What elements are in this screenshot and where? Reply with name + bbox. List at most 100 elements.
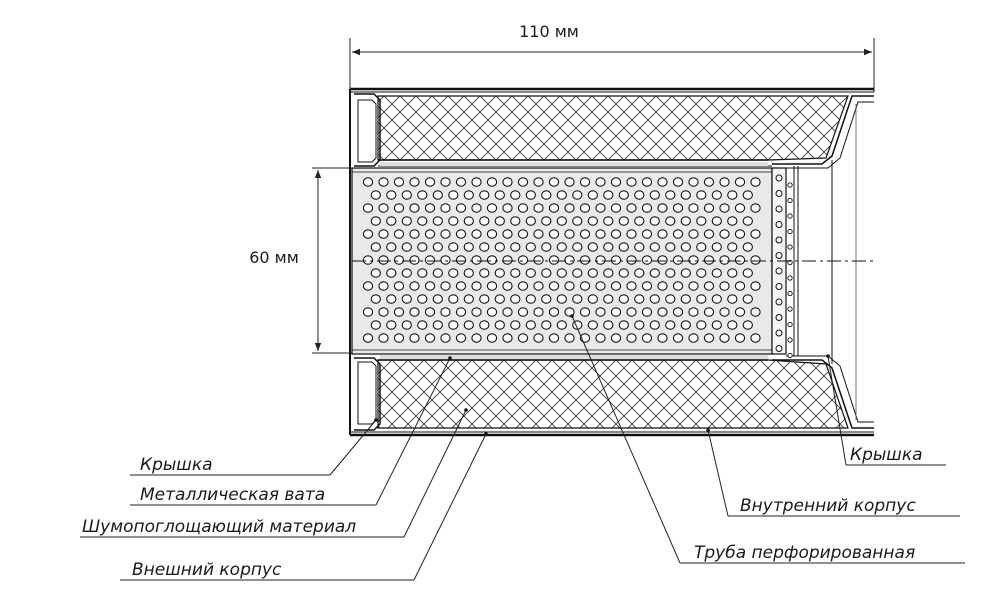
- perforation-hole: [525, 268, 536, 278]
- perforation-hole: [432, 242, 443, 252]
- perforation-hole: [463, 190, 474, 200]
- perforation-hole: [742, 216, 753, 226]
- perforation-hole: [610, 177, 622, 187]
- perforation-hole: [494, 268, 505, 278]
- end-ring-hole: [775, 236, 783, 244]
- perforation-hole: [657, 229, 668, 239]
- perforation-hole: [696, 242, 707, 252]
- perforation-hole: [525, 320, 536, 330]
- perforation-hole: [680, 268, 691, 278]
- perforation-hole: [603, 242, 614, 252]
- perforation-hole: [471, 333, 482, 343]
- perforation-hole: [618, 268, 629, 278]
- perforation-hole: [440, 281, 451, 291]
- perforation-hole: [610, 255, 622, 265]
- perforation-hole: [696, 190, 707, 200]
- perforation-hole: [688, 203, 699, 213]
- perforation-hole: [572, 268, 583, 278]
- perforation-hole: [742, 242, 753, 252]
- perforation-hole: [432, 294, 443, 304]
- perforation-hole: [362, 281, 374, 291]
- perforation-hole: [734, 255, 746, 265]
- perforation-hole: [362, 333, 374, 343]
- perforation-hole: [432, 320, 443, 330]
- perforation-hole: [393, 281, 405, 291]
- perforation-hole: [556, 294, 567, 304]
- end-ring-hole: [787, 290, 793, 297]
- perforation-hole: [572, 216, 583, 226]
- perforation-hole: [548, 229, 560, 239]
- perforation-hole: [734, 333, 746, 343]
- end-ring-hole: [787, 337, 793, 343]
- perforation-hole: [448, 216, 459, 226]
- perforation-hole: [378, 203, 389, 213]
- perforation-hole: [595, 229, 606, 239]
- perforation-hole: [587, 320, 598, 330]
- label-cap-right: Крышка: [850, 445, 923, 465]
- perforation-hole: [479, 242, 490, 252]
- perforation-hole: [362, 203, 374, 213]
- end-ring-hole: [775, 283, 783, 290]
- perforation-hole: [378, 229, 389, 239]
- end-ring-hole: [775, 221, 783, 228]
- perforation-hole: [711, 216, 722, 226]
- perforation-hole: [618, 242, 629, 252]
- perforation-hole: [665, 216, 676, 226]
- perforation-hole: [424, 333, 436, 343]
- perforation-hole: [409, 281, 420, 291]
- perforation-hole: [393, 255, 405, 265]
- perforation-hole: [734, 177, 746, 187]
- perforation-hole: [572, 294, 583, 304]
- perforation-hole: [471, 203, 482, 213]
- perforation-hole: [634, 242, 645, 252]
- perforation-hole: [502, 333, 513, 343]
- perforation-hole: [448, 294, 459, 304]
- perforation-hole: [463, 320, 474, 330]
- perforation-hole: [463, 242, 474, 252]
- end-ring-hole: [787, 352, 793, 359]
- perforation-hole: [579, 203, 591, 213]
- label-outer-housing: Внешний корпус: [132, 560, 282, 580]
- perforation-hole: [486, 333, 498, 343]
- perforation-hole: [649, 190, 660, 200]
- perforation-hole: [417, 320, 428, 330]
- perforation-hole: [626, 255, 637, 265]
- perforation-hole: [626, 307, 637, 317]
- perforation-hole: [479, 268, 490, 278]
- perforation-hole: [564, 333, 575, 343]
- perforation-hole: [711, 294, 722, 304]
- perforation-hole: [665, 190, 676, 200]
- perforation-hole: [688, 307, 699, 317]
- perforation-hole: [556, 242, 567, 252]
- perforation-hole: [541, 268, 552, 278]
- perforation-hole: [432, 216, 443, 226]
- perforation-hole: [603, 294, 614, 304]
- perforation-hole: [564, 229, 575, 239]
- perforation-hole: [719, 333, 730, 343]
- perforation-hole: [703, 281, 715, 291]
- perforation-hole: [401, 268, 412, 278]
- perforation-hole: [703, 307, 715, 317]
- perforation-hole: [680, 190, 691, 200]
- perforation-hole: [401, 216, 412, 226]
- perforation-hole: [680, 294, 691, 304]
- perforation-hole: [742, 268, 753, 278]
- perforation-hole: [455, 203, 467, 213]
- perforation-hole: [386, 268, 397, 278]
- perforation-hole: [587, 190, 598, 200]
- perforation-hole: [719, 177, 730, 187]
- perforation-hole: [680, 216, 691, 226]
- end-ring-hole: [775, 345, 783, 352]
- perforation-hole: [455, 281, 467, 291]
- perforation-hole: [455, 307, 467, 317]
- sound-absorbing-material-shape: [377, 95, 849, 429]
- perforation-hole: [734, 281, 746, 291]
- perforation-hole: [641, 307, 653, 317]
- perforation-hole: [386, 320, 397, 330]
- perforation-hole: [610, 333, 622, 343]
- length-dimension-label: 110 мм: [519, 22, 579, 41]
- perforation-hole: [641, 177, 653, 187]
- perforation-hole: [626, 177, 637, 187]
- perforation-hole: [603, 190, 614, 200]
